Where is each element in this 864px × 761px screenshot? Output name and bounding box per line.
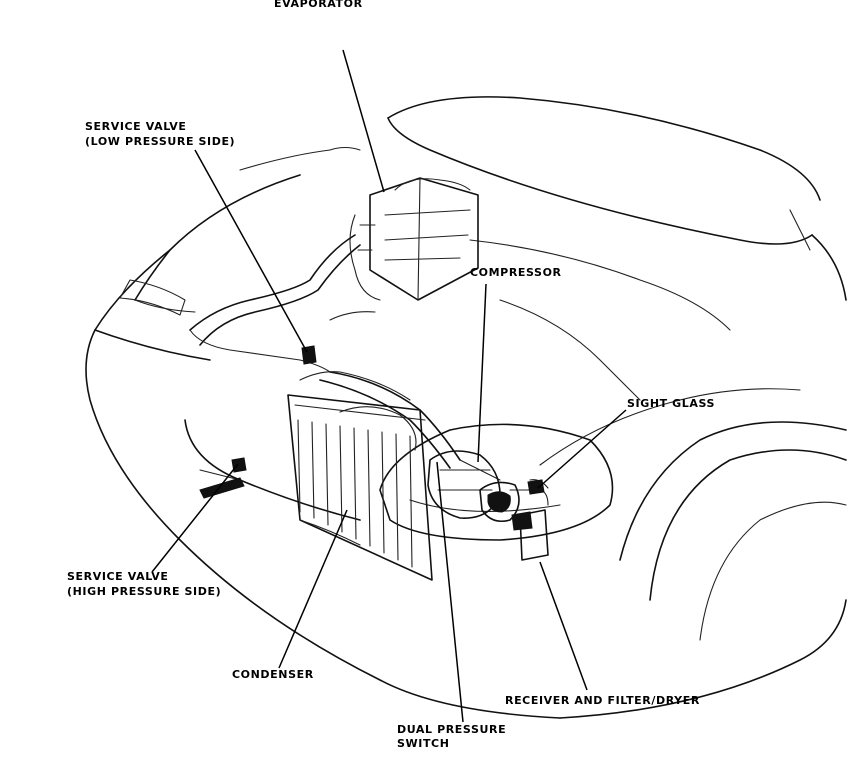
leader-condenser (278, 509, 348, 669)
leader-sight-glass (537, 409, 627, 489)
leader-evaporator (342, 49, 385, 193)
service-valve-high-part (231, 457, 247, 473)
label-service-valve-high-line2: (HIGH PRESSURE SIDE) (67, 585, 222, 598)
evaporator-unit (329, 177, 479, 321)
leader-dual-pressure (436, 461, 464, 723)
leader-service-valve-low (194, 149, 308, 353)
leader-lines (151, 49, 627, 723)
receiver-dryer-unit (511, 479, 549, 561)
leader-compressor (477, 283, 487, 463)
label-dual-pressure-line2: SWITCH (397, 737, 450, 750)
label-dual-pressure-line1: DUAL PRESSURE (397, 723, 507, 736)
condenser-unit (287, 371, 433, 581)
leader-receiver (539, 561, 588, 691)
label-compressor: COMPRESSOR (470, 266, 562, 279)
service-valve-low-part (301, 345, 317, 365)
car-body (85, 96, 847, 719)
label-sight-glass: SIGHT GLASS (627, 397, 716, 410)
label-service-valve-high-line1: SERVICE VALVE (67, 570, 169, 583)
leader-service-valve-high (151, 463, 239, 573)
label-receiver-filter-dryer: RECEIVER AND FILTER/DRYER (505, 694, 700, 707)
label-evaporator: EVAPORATOR (274, 0, 363, 10)
label-condenser: CONDENSER (232, 668, 314, 681)
label-service-valve-low-line1: SERVICE VALVE (85, 120, 187, 133)
label-service-valve-low-line2: (LOW PRESSURE SIDE) (85, 135, 236, 148)
refrigerant-lines (184, 234, 501, 521)
